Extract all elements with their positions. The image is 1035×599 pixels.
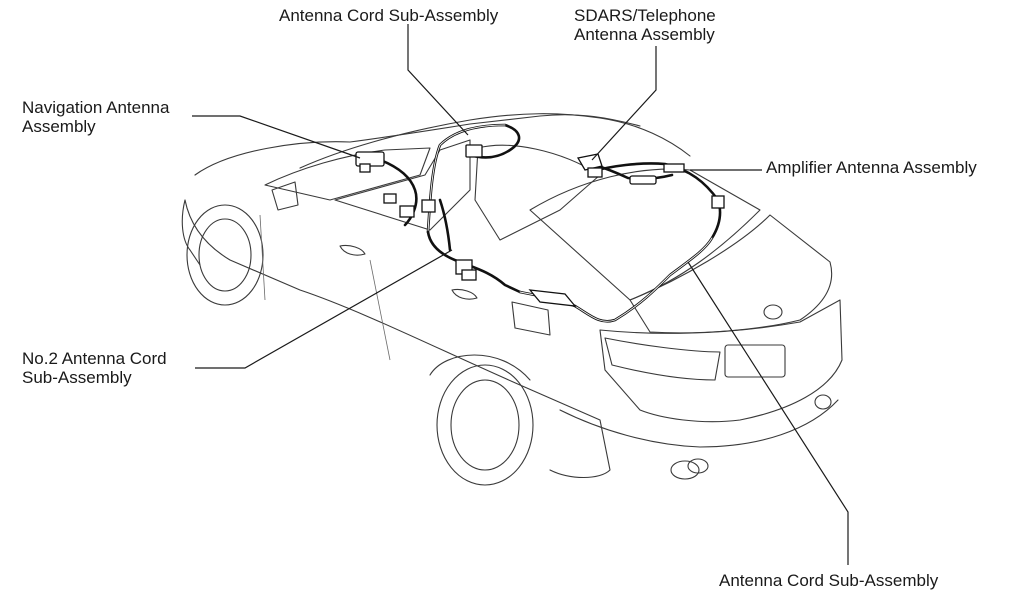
car-exhaust-left-2 xyxy=(687,458,709,474)
pillar-connector-1 xyxy=(383,193,397,204)
antenna-components xyxy=(355,144,725,307)
car-rear-face xyxy=(599,299,843,423)
car-front-wheel xyxy=(186,204,264,306)
label-navigation-antenna: Navigation Antenna Assembly xyxy=(22,98,170,136)
car-exhaust-right xyxy=(814,394,832,410)
leader-sdars xyxy=(591,46,657,161)
trunk-side-grommet xyxy=(528,289,577,307)
car-front-wheel-rim xyxy=(198,218,252,292)
trunk-bracket xyxy=(663,163,685,173)
leader-no2 xyxy=(195,249,453,369)
amplifier-module xyxy=(629,175,657,185)
leader-navigation xyxy=(192,115,361,159)
antenna-cables xyxy=(373,123,722,323)
car-rear-wheel-arch xyxy=(429,354,531,381)
car-windshield xyxy=(264,147,431,201)
pillar-connector-3 xyxy=(421,199,436,213)
leader-antenna-cord-bottom xyxy=(687,261,849,565)
label-sdars-telephone-antenna: SDARS/Telephone Antenna Assembly xyxy=(574,6,716,44)
car-front-door-line xyxy=(259,214,266,301)
nav-antenna-cable xyxy=(373,156,418,227)
antenna-cord-roof xyxy=(426,123,521,234)
car-side-body xyxy=(184,199,611,478)
sdars-antenna-module xyxy=(576,153,603,171)
no2-antenna-cord-2 xyxy=(438,198,452,252)
car-side-mirror xyxy=(271,181,299,211)
car-fuel-lid xyxy=(511,301,551,336)
car-front-door-handle xyxy=(339,244,366,256)
car-rear-window xyxy=(529,168,761,301)
car-exhaust-left xyxy=(670,460,700,480)
car-roof xyxy=(299,113,691,169)
car-rear-emblem xyxy=(763,304,783,320)
car-rear-door-handle xyxy=(451,288,478,300)
car-front-side-glass xyxy=(334,139,471,231)
sdars-connector xyxy=(587,167,603,178)
leader-antenna-cord-top xyxy=(407,24,469,136)
nav-cable-clip xyxy=(359,163,371,173)
pillar-connector-2 xyxy=(399,205,415,218)
car-rear-door-line xyxy=(369,259,391,361)
car-front-fascia xyxy=(181,199,201,266)
car-license-plate xyxy=(724,344,786,378)
car-trunk-lid xyxy=(629,214,833,334)
car-tail-light xyxy=(604,337,721,381)
label-amplifier-antenna: Amplifier Antenna Assembly xyxy=(766,158,977,177)
no2-antenna-cord xyxy=(426,230,522,294)
leader-lines xyxy=(192,24,849,565)
label-no2-antenna-cord: No.2 Antenna Cord Sub-Assembly xyxy=(22,349,167,387)
car-rear-bumper xyxy=(559,399,839,448)
car-rear-side-glass xyxy=(474,144,601,241)
amplifier-end-connector xyxy=(711,195,725,209)
roof-connector xyxy=(465,144,483,158)
car-rear-wheel-rim xyxy=(450,379,520,471)
car-rear-wheel xyxy=(436,364,534,486)
sdars-cable xyxy=(590,162,674,181)
label-antenna-cord-top: Antenna Cord Sub-Assembly xyxy=(279,6,499,25)
junction-connector-2 xyxy=(461,269,477,281)
label-antenna-cord-bottom: Antenna Cord Sub-Assembly xyxy=(719,571,939,590)
car-outline xyxy=(181,113,843,486)
